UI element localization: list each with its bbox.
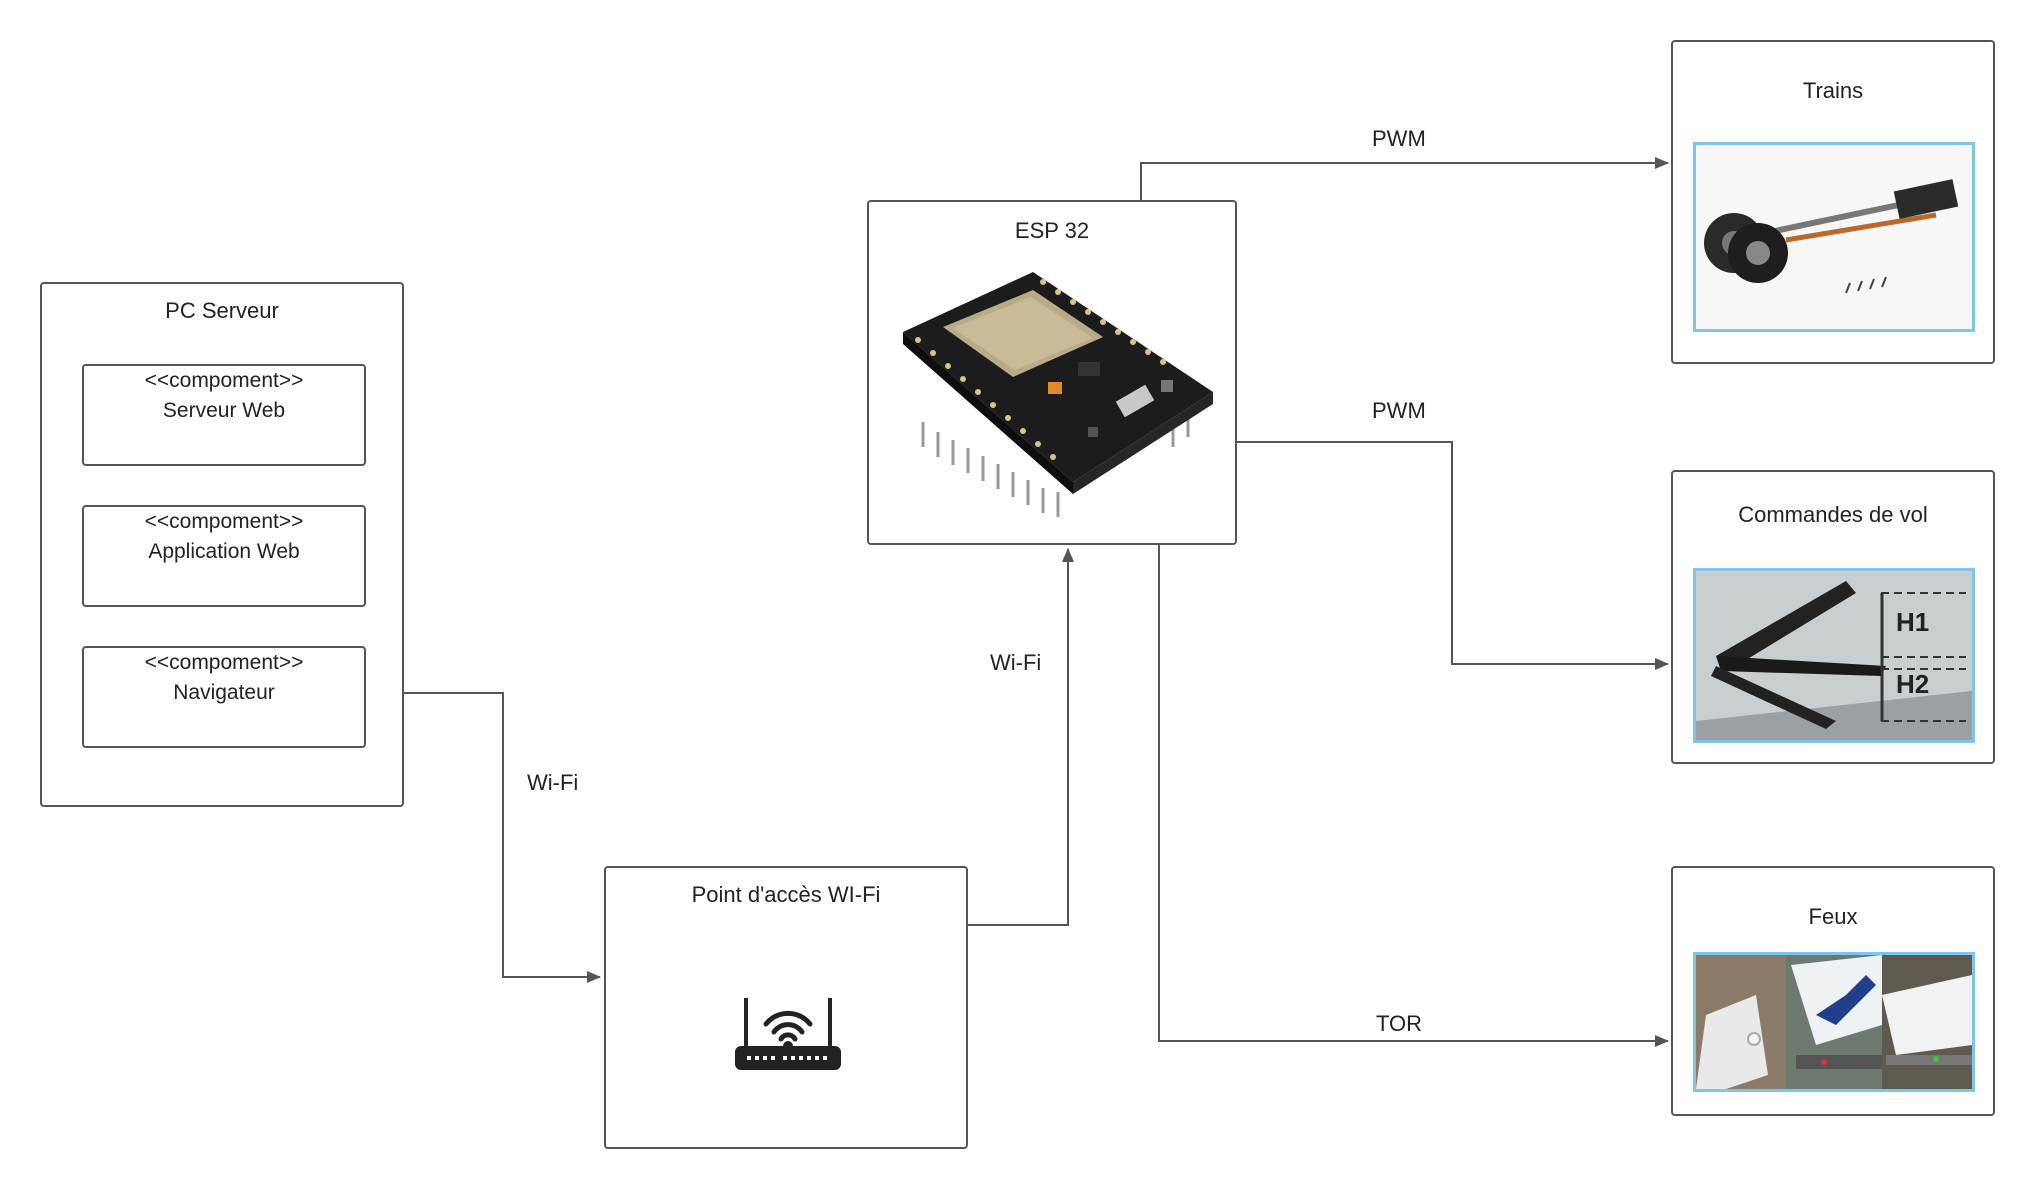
component-name: Serveur Web: [84, 396, 364, 426]
pc-server-node[interactable]: PC Serveur <<compoment>> Serveur Web <<c…: [40, 282, 404, 807]
edge-esp-to-trains: [1141, 163, 1668, 200]
flight-controls-title: Commandes de vol: [1673, 502, 1993, 528]
component-stereotype: <<compoment>>: [84, 366, 364, 396]
flight-controls-node[interactable]: Commandes de vol H1 H2: [1671, 470, 1995, 764]
edge-label-esp-lights: TOR: [1376, 1011, 1422, 1037]
component-name: Application Web: [84, 537, 364, 567]
lights-title: Feux: [1673, 904, 1993, 930]
access-point-title: Point d'accès WI-Fi: [606, 882, 966, 908]
edge-esp-to-lights: [1159, 540, 1668, 1041]
edge-label-esp-trains: PWM: [1372, 126, 1426, 152]
edge-label-pc-ap: Wi-Fi: [527, 770, 578, 796]
component-web-server[interactable]: <<compoment>> Serveur Web: [82, 364, 366, 466]
edge-esp-to-controls: [1235, 442, 1668, 664]
edge-pc-to-ap: [403, 693, 600, 977]
lights-image: [1693, 952, 1975, 1092]
flight-controls-image: H1 H2: [1693, 568, 1975, 743]
access-point-node[interactable]: Point d'accès WI-Fi: [604, 866, 968, 1149]
trains-node[interactable]: Trains: [1671, 40, 1995, 364]
component-stereotype: <<compoment>>: [84, 507, 364, 537]
component-web-app[interactable]: <<compoment>> Application Web: [82, 505, 366, 607]
h2-label: H2: [1896, 669, 1929, 700]
component-stereotype: <<compoment>>: [84, 648, 364, 678]
component-browser[interactable]: <<compoment>> Navigateur: [82, 646, 366, 748]
h1-label: H1: [1896, 607, 1929, 638]
esp32-title: ESP 32: [869, 218, 1235, 244]
router-icon: [733, 986, 843, 1076]
landing-gear-image: [1693, 142, 1975, 332]
esp32-board-image: [883, 262, 1223, 522]
edge-label-ap-esp: Wi-Fi: [990, 650, 1041, 676]
trains-title: Trains: [1673, 78, 1993, 104]
lights-node[interactable]: Feux: [1671, 866, 1995, 1116]
edge-ap-to-esp: [967, 549, 1068, 925]
component-name: Navigateur: [84, 678, 364, 708]
esp32-node[interactable]: ESP 32: [867, 200, 1237, 545]
pc-server-title: PC Serveur: [42, 298, 402, 324]
edge-label-esp-controls: PWM: [1372, 398, 1426, 424]
